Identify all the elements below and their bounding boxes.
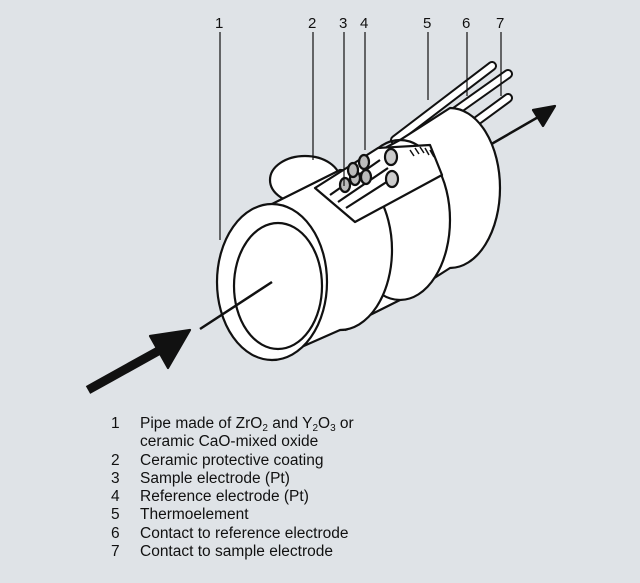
callout-5: 5: [423, 15, 431, 32]
pipe-bore: [232, 221, 324, 351]
legend-item: 3 Sample electrode (Pt): [111, 470, 354, 488]
gas-inlet-arrow: [85, 280, 273, 394]
sensor-diagram: 1 2 3 4 5 6 7: [85, 15, 557, 394]
legend-text: Contact to reference electrode: [140, 524, 349, 542]
legend-number: 6: [111, 524, 120, 542]
legend-text: Contact to sample electrode: [140, 543, 333, 561]
callout-6: 6: [462, 15, 470, 32]
legend-number: 4: [111, 488, 120, 506]
electrode-window: [313, 143, 444, 224]
legend-text: Reference electrode (Pt): [140, 488, 309, 506]
callout-4: 4: [360, 15, 368, 32]
legend-item: 7 Contact to sample electrode: [111, 543, 354, 561]
callout-leaders: [219, 32, 502, 240]
legend-text: Sample electrode (Pt): [140, 469, 290, 487]
gas-outlet-arrow: [487, 104, 557, 148]
legend-item: 1 Pipe made of ZrO2 and Y2O3 or: [111, 415, 354, 434]
callout-7: 7: [496, 15, 504, 32]
callout-1: 1: [215, 15, 223, 32]
legend: 1 Pipe made of ZrO2 and Y2O3 or ceramic …: [111, 415, 354, 561]
sample-electrode: [338, 176, 352, 194]
legend-number: 2: [111, 451, 120, 469]
legend-item: 5 Thermoelement: [111, 506, 354, 524]
callout-numbers: 1 2 3 4 5 6 7: [215, 15, 504, 32]
legend-number: 7: [111, 543, 120, 561]
callout-3: 3: [339, 15, 347, 32]
legend-text: Pipe made of ZrO2 and Y2O3 or: [140, 415, 354, 434]
legend-number: 3: [111, 469, 120, 487]
legend-text: Thermoelement: [140, 506, 249, 524]
legend-text: Ceramic protective coating: [140, 451, 324, 469]
legend-number: 1: [111, 415, 120, 432]
legend-item: 6 Contact to reference electrode: [111, 525, 354, 543]
reference-electrode: [357, 153, 371, 171]
legend-number: 5: [111, 506, 120, 524]
legend-text: ceramic CaO-mixed oxide: [140, 433, 319, 451]
legend-item: 4 Reference electrode (Pt): [111, 488, 354, 506]
callout-2: 2: [308, 15, 316, 32]
legend-item-continuation: ceramic CaO-mixed oxide: [111, 433, 354, 451]
legend-item: 2 Ceramic protective coating: [111, 452, 354, 470]
